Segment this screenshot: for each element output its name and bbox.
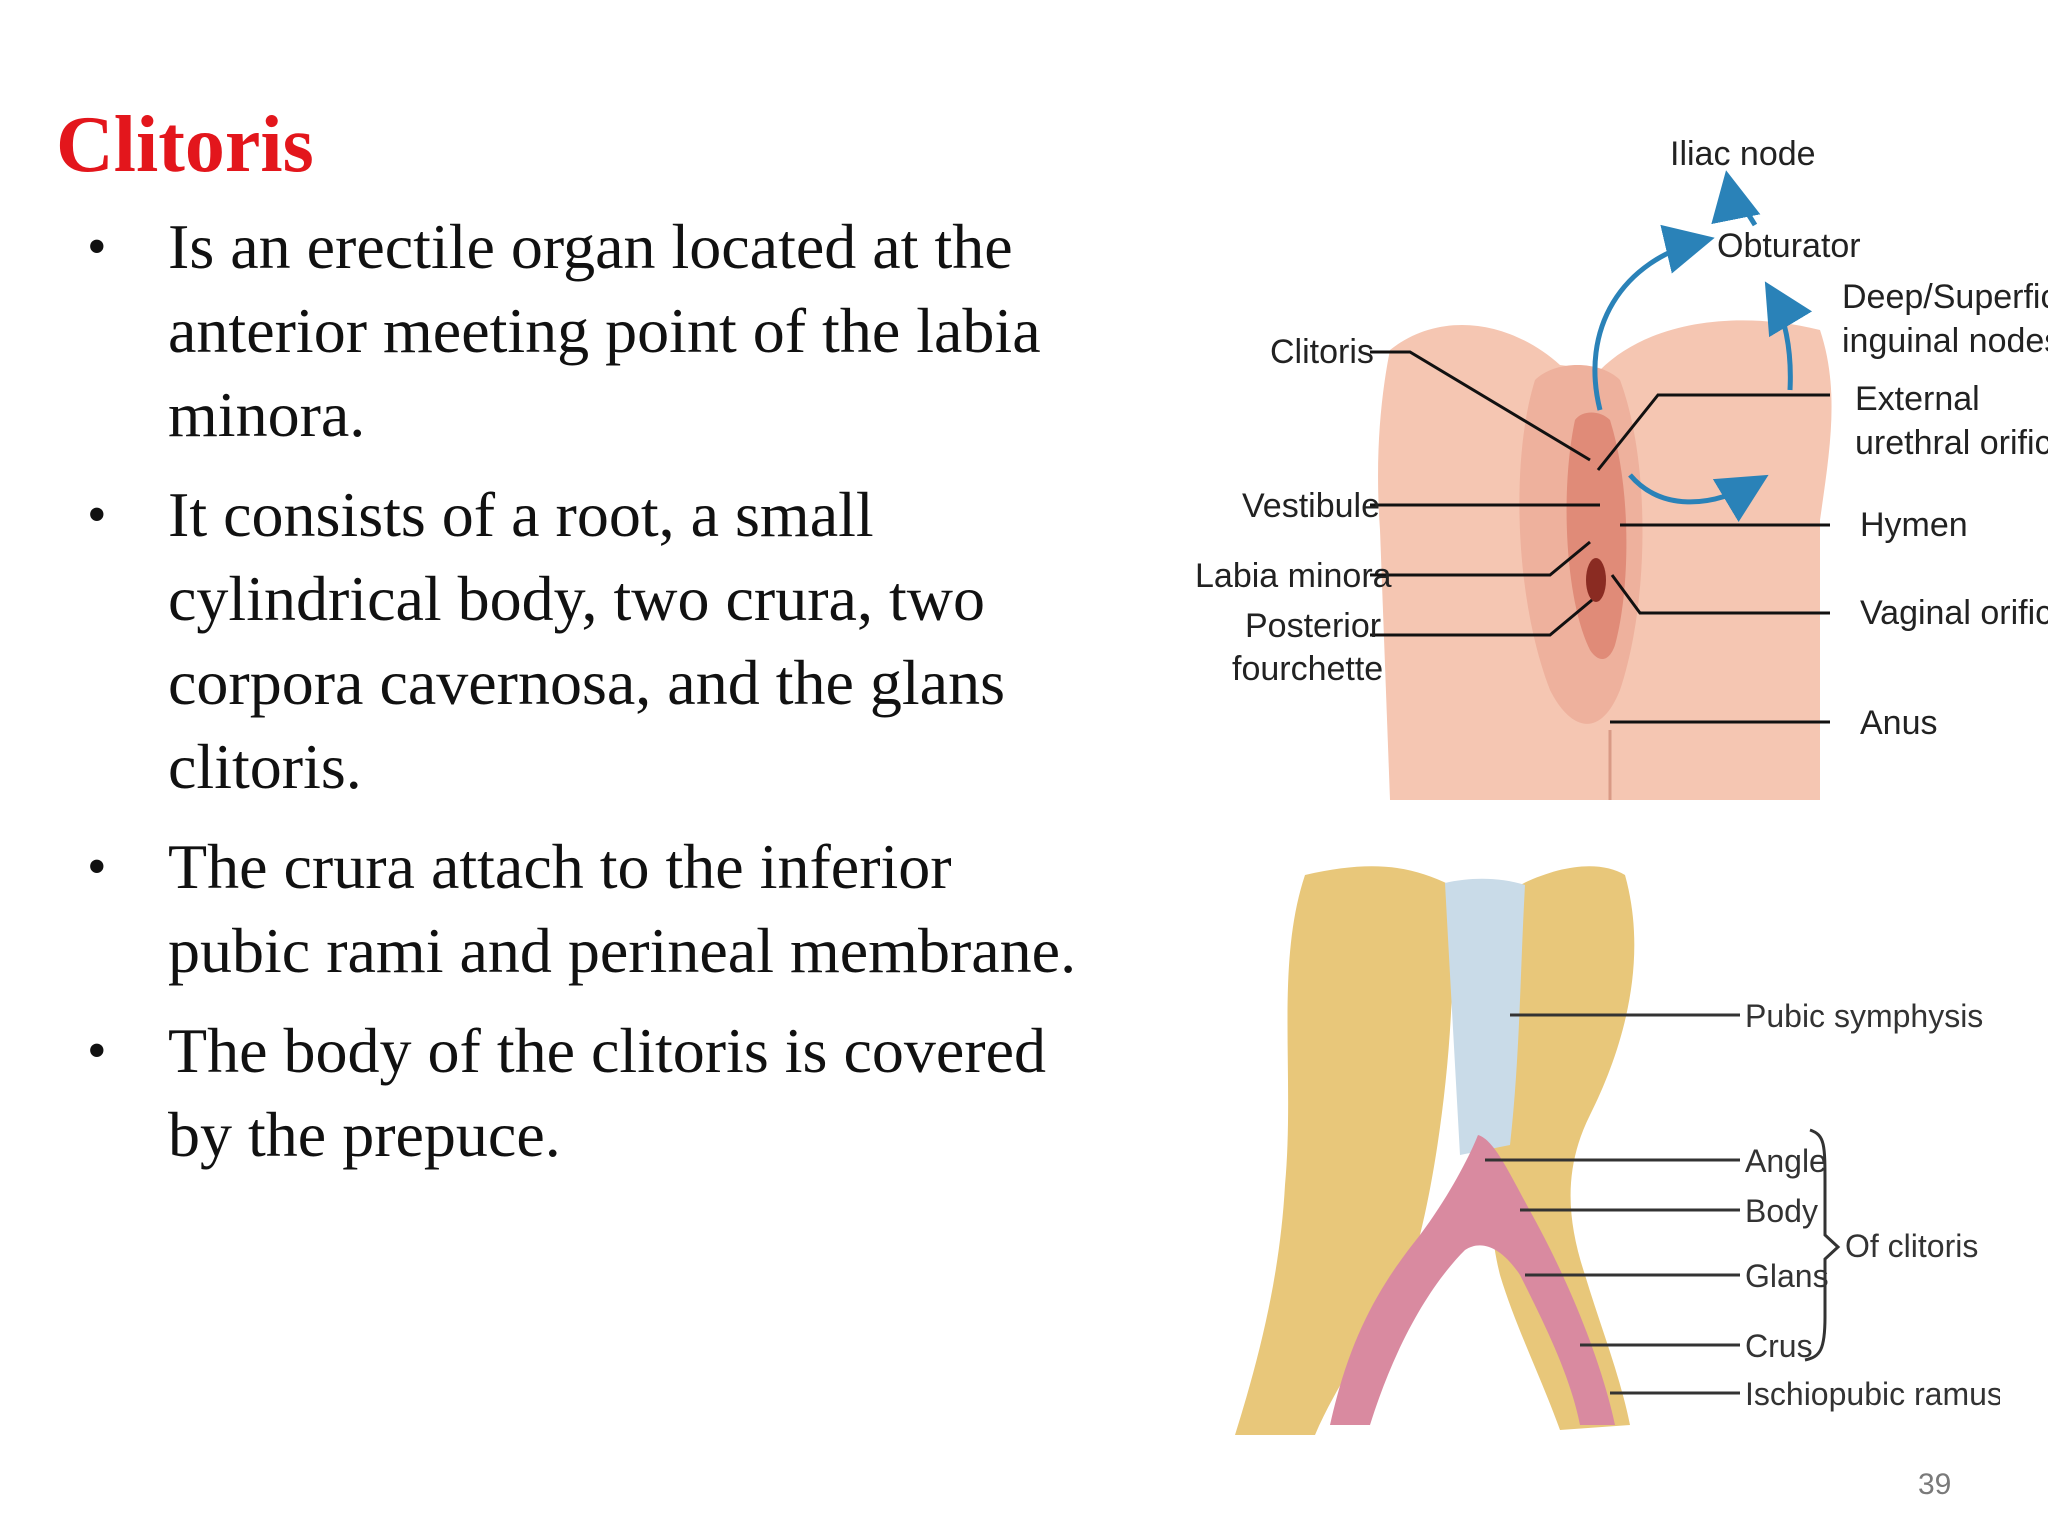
- bullet-item: • The crura attach to the inferior pubic …: [85, 825, 1095, 993]
- page-number: 39: [1918, 1468, 1952, 1501]
- label-body: Body: [1745, 1193, 1818, 1229]
- bullet-item: • It consists of a root, a small cylindri…: [85, 473, 1095, 809]
- vestibule-shape: [1566, 412, 1627, 660]
- label-iliac-node: Iliac node: [1670, 135, 1816, 173]
- bullet-text: The body of the clitoris is covered by t…: [168, 1015, 1046, 1170]
- bullet-text: It consists of a root, a small cylindric…: [168, 479, 1005, 802]
- label-posterior: Posterior: [1245, 607, 1381, 645]
- pubic-bone-right: [1488, 866, 1635, 1430]
- bullet-item: • Is an erectile organ located at the an…: [85, 205, 1095, 457]
- label-labia-minora: Labia minora: [1195, 557, 1392, 595]
- drainage-arrow-lateral: [1628, 473, 1769, 523]
- label-vestibule: Vestibule: [1242, 487, 1380, 525]
- label-glans: Glans: [1745, 1258, 1829, 1294]
- external-genitalia-figure: Iliac node Obturator Deep/Superficial in…: [1195, 135, 2048, 800]
- label-ischiopubic-ramus: Ischiopubic ramus: [1745, 1376, 2000, 1412]
- label-deep-superficial: Deep/Superficial: [1842, 278, 2048, 316]
- label-anus: Anus: [1860, 704, 1938, 742]
- label-external: External: [1855, 380, 1980, 418]
- label-vaginal-orifice: Vaginal orifice: [1860, 594, 2048, 632]
- label-urethral-orifice: urethral orifice: [1855, 424, 2048, 462]
- drainage-arrow-iliac: [1711, 170, 1761, 227]
- label-of-clitoris: Of clitoris: [1845, 1228, 1978, 1264]
- bullet-dot: •: [87, 1020, 107, 1082]
- pubic-symphysis-shape: [1445, 878, 1525, 1155]
- bullet-item: • The body of the clitoris is covered by …: [85, 1009, 1095, 1177]
- clitoris-pubic-figure: Pubic symphysis Angle Body Glans Crus Of…: [1235, 866, 2000, 1435]
- bullet-dot: •: [87, 216, 107, 278]
- label-obturator: Obturator: [1717, 227, 1861, 265]
- label-angle: Angle: [1745, 1143, 1827, 1179]
- label-pubic-symphysis: Pubic symphysis: [1745, 998, 1983, 1034]
- bullet-list: • Is an erectile organ located at the an…: [85, 205, 1095, 1193]
- clitoris-body-shape: [1330, 1135, 1615, 1425]
- bullet-dot: •: [87, 836, 107, 898]
- vaginal-orifice-shape: [1586, 558, 1606, 602]
- label-crus: Crus: [1745, 1328, 1813, 1364]
- drainage-arrow-obturator: [1592, 224, 1715, 411]
- label-inguinal-nodes: inguinal nodes: [1842, 322, 2048, 360]
- drainage-arrow-inguinal: [1764, 281, 1813, 391]
- label-hymen: Hymen: [1860, 506, 1968, 544]
- bullet-dot: •: [87, 484, 107, 546]
- label-clitoris: Clitoris: [1270, 333, 1374, 371]
- label-fourchette: fourchette: [1232, 650, 1383, 688]
- bullet-text: The crura attach to the inferior pubic r…: [168, 831, 1077, 986]
- bullet-text: Is an erectile organ located at the ante…: [168, 211, 1041, 450]
- leader-lines-bottom: [1485, 1013, 1841, 1395]
- pubic-bone-left: [1235, 866, 1453, 1435]
- leader-lines: [1370, 350, 1830, 724]
- slide-title: Clitoris: [56, 101, 314, 189]
